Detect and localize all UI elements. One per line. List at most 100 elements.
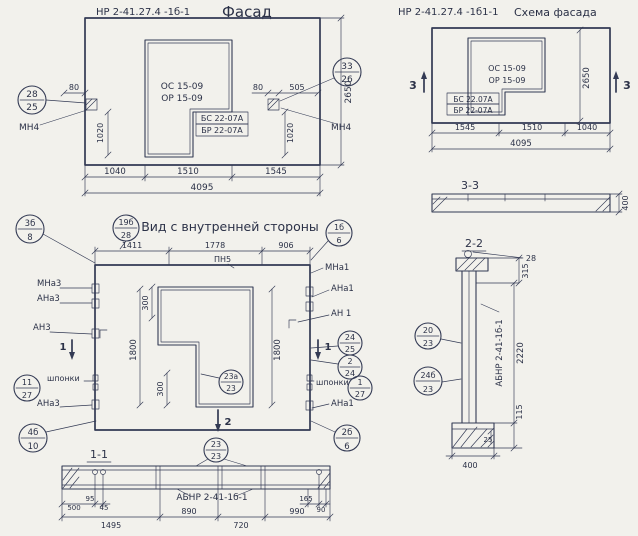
inner-pn5-label: ПН5 xyxy=(214,255,231,264)
sec11-dim-890-label: 890 xyxy=(181,507,196,516)
facade-title-code: НР 2-41.27.4 -1б-1 xyxy=(96,7,190,18)
section-1-1-part-leaders xyxy=(176,488,254,497)
sec22-dim-315-label: 315 xyxy=(521,263,530,278)
inner-label-shponki-left: шпонки xyxy=(47,374,80,383)
callout-2-24-leader xyxy=(310,359,339,365)
section-3-3-dim-400: 400 xyxy=(609,190,630,216)
inner-opening-inner-line xyxy=(160,289,251,405)
sec11-dim-720-label: 720 xyxy=(233,521,248,530)
section-2-2-dim-115: 115 xyxy=(493,404,524,452)
schema-flag-left-label: 3 xyxy=(409,79,417,92)
callout-23a-23-leader xyxy=(200,373,220,379)
inner-label-mna1-leader xyxy=(310,267,324,274)
inner-label-an3: АН3 xyxy=(33,323,51,333)
callout-1-27: 1 27 xyxy=(347,375,373,401)
schema-opening-label-bottom: ОР 15-09 xyxy=(489,76,526,85)
callout-1b-6: 1б 6 xyxy=(310,219,353,261)
callout-23-23: 23 23 xyxy=(195,437,248,467)
callout-3b-8-top: 3б xyxy=(25,219,36,229)
callout-24b-23-leader xyxy=(441,378,462,383)
inner-section1-flag-right: 1 xyxy=(315,339,332,360)
callout-11-27-bot: 27 xyxy=(22,391,32,400)
callout-1b-6-bot: 6 xyxy=(336,236,341,245)
section-1-1-part-label: АБНР 2-41-1б-1 xyxy=(176,493,247,503)
inner-label-mna3: МНа3 xyxy=(37,279,61,289)
callout-11-27: 11 27 xyxy=(13,374,41,402)
facade-box2-label: БР 22-07А xyxy=(201,126,243,135)
facade-dim-1040-label: 1040 xyxy=(104,167,126,177)
section-2-2-drawing: 2-2 28 315 2220 115 xyxy=(413,237,536,470)
callout-28-25: 28 25 xyxy=(17,85,87,115)
inner-flag-1-right-label: 1 xyxy=(325,342,332,353)
callout-33-26-leader xyxy=(279,77,335,102)
callout-20-23: 20 23 xyxy=(414,322,462,350)
inner-dim-1800-right-label: 1800 xyxy=(273,339,283,361)
callout-3b-8-leader xyxy=(42,233,96,264)
callout-33-26-top: 33 xyxy=(341,62,352,72)
section-2-2-title: 2-2 xyxy=(465,237,483,250)
inner-left-edge-anchor-marks xyxy=(91,283,108,410)
sec11-dim-90-label: 90 xyxy=(317,506,326,514)
inner-label-ana3: АНа3 xyxy=(37,294,60,304)
callout-28-25-top: 28 xyxy=(26,90,38,100)
inner-section1-flag-left: 1 xyxy=(60,339,75,360)
facade-dim-80-left: 80 xyxy=(60,83,89,97)
schema-opening-label-top: ОС 15-09 xyxy=(488,64,526,73)
facade-opening-outline xyxy=(144,39,233,158)
callout-19b-28-top: 19б xyxy=(118,218,133,227)
facade-dim-1020-left: 1020 xyxy=(96,108,112,159)
sec11-dim-500-label: 500 xyxy=(67,504,80,512)
callout-24-25-top: 24 xyxy=(345,333,355,342)
sec11-dim-1495-label: 1495 xyxy=(101,521,121,530)
section-1-1-profile xyxy=(61,465,331,490)
callout-4b-10-top: 4б xyxy=(28,428,39,438)
inner-label-shponki-right: шпонки xyxy=(316,378,349,387)
callout-11-27-top: 11 xyxy=(22,378,32,387)
inner-label-an3-leader xyxy=(49,331,93,335)
inner-dim-1800-left-label: 1800 xyxy=(129,339,139,361)
section-3-3-profile xyxy=(431,193,611,213)
facade-dim-2650: 2650 xyxy=(319,14,354,169)
schema-dim-1510-label: 1510 xyxy=(522,123,542,132)
schema-dim-1545-label: 1545 xyxy=(455,123,475,132)
callout-24-25-bot: 25 xyxy=(345,345,355,354)
facade-dim-1545-label: 1545 xyxy=(265,167,287,177)
facade-dim-80-right-label: 80 xyxy=(253,83,263,92)
callout-4b-10: 4б 10 xyxy=(18,420,97,453)
callout-2-24-bot: 24 xyxy=(345,369,355,378)
facade-dim-505-label: 505 xyxy=(289,83,304,92)
callout-1b-6-leader xyxy=(310,240,329,261)
facade-dim-1510-label: 1510 xyxy=(177,167,199,177)
inner-label-ana3b: АНа3 xyxy=(37,399,60,409)
inner-dim-1411-label: 1411 xyxy=(122,241,142,250)
facade-dim-4095-label: 4095 xyxy=(191,183,214,193)
inner-label-ana1: АНа1 xyxy=(331,284,354,294)
sec22-dim-28-label: 28 xyxy=(526,254,536,263)
inner-view-title: Вид с внутренней стороны xyxy=(141,219,319,234)
facade-dim-2650-label: 2650 xyxy=(344,80,354,103)
schema-section-flag-right: 3 xyxy=(613,71,631,93)
callout-19b-28-bot: 28 xyxy=(121,231,131,240)
schema-panel-outline xyxy=(431,27,611,124)
facade-box2-frame xyxy=(195,123,249,137)
sec22-dim-400-label: 400 xyxy=(462,461,477,470)
callout-2b-6-top: 2б xyxy=(342,428,353,438)
inner-label-ana1b-leader xyxy=(311,403,330,409)
facade-anchor-left-mark xyxy=(85,98,98,111)
inner-dim-300-bottom: 300 xyxy=(156,369,171,409)
facade-dim-1020-left-label: 1020 xyxy=(96,123,105,143)
sec22-dim-115-label: 115 xyxy=(515,404,524,419)
facade-anchor-right-leader xyxy=(280,107,338,125)
sec11-dim-990-label: 990 xyxy=(289,507,304,516)
facade-opening-inner-line xyxy=(147,42,230,155)
callout-23a-23-bot: 23 xyxy=(226,384,236,393)
inner-dim-300-top-label: 300 xyxy=(141,295,150,310)
callout-1-27-top: 1 xyxy=(357,378,362,387)
inner-opening-outline xyxy=(157,286,254,408)
facade-panel-outline xyxy=(84,17,321,166)
schema-section-flag-left: 3 xyxy=(409,71,427,93)
schema-title-name: Схема фасада xyxy=(514,6,597,19)
callout-4b-10-leader xyxy=(45,420,97,433)
inner-label-ana1b: АНа1 xyxy=(331,399,354,409)
